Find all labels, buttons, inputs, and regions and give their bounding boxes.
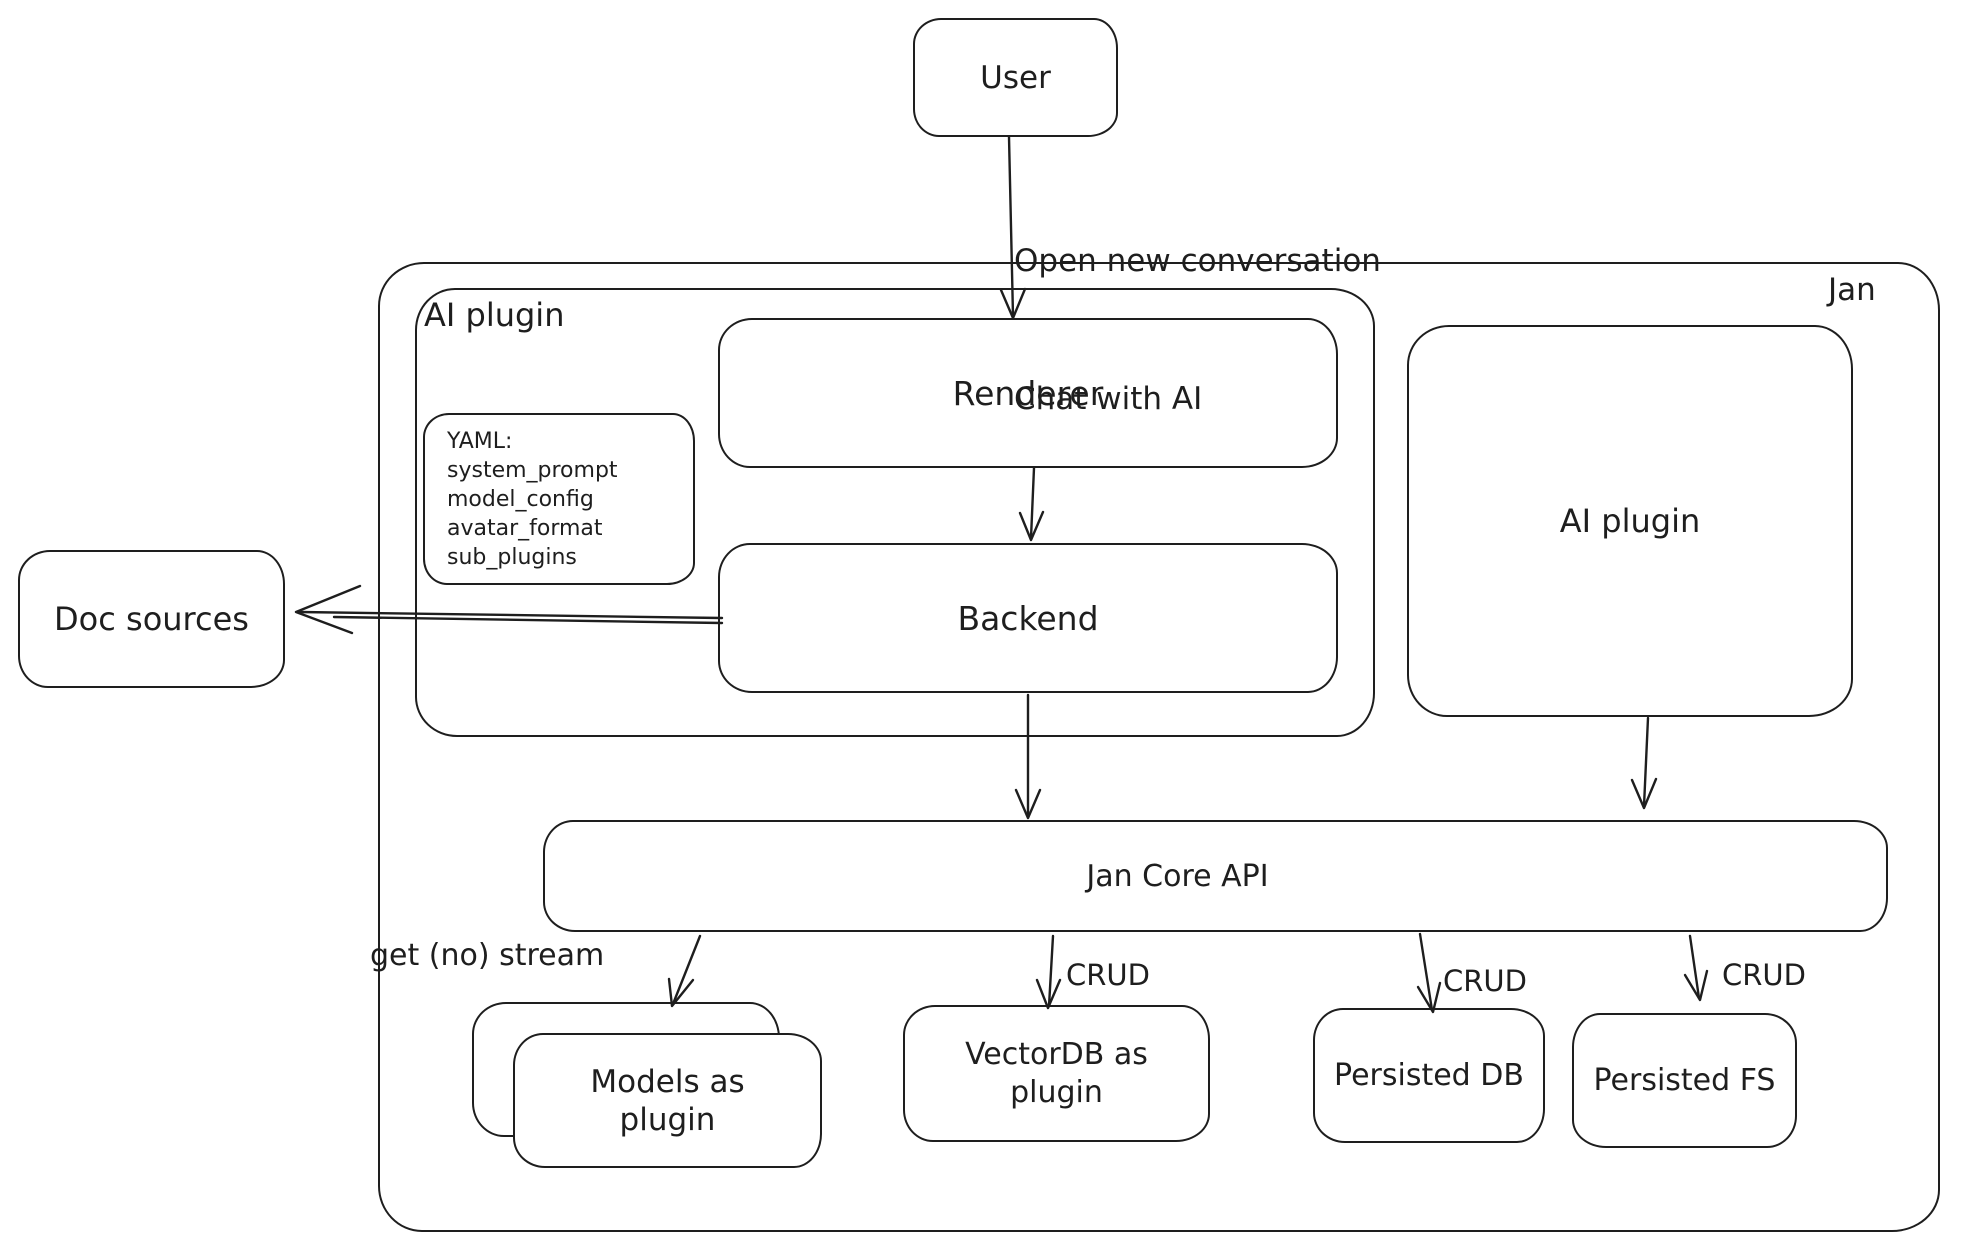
node-persisted-db: Persisted DB xyxy=(1313,1008,1545,1143)
edge-label-crud-persisted-fs: CRUD xyxy=(1722,958,1806,992)
node-vectordb-as-plugin-label: VectorDB as plugin xyxy=(965,1036,1148,1110)
edge-label-crud-persisted-db: CRUD xyxy=(1443,964,1527,998)
node-doc-sources-label: Doc sources xyxy=(54,600,249,638)
edge-label-open-conversation-line1: Open new conversation xyxy=(1014,243,1381,279)
container-ai-plugin-label: AI plugin xyxy=(424,296,565,334)
node-models-as-plugin-label: Models as plugin xyxy=(590,1063,745,1138)
node-persisted-fs-label: Persisted FS xyxy=(1593,1063,1776,1098)
node-renderer: Renderer xyxy=(718,318,1338,468)
node-user: User xyxy=(913,18,1118,137)
node-models-as-plugin: Models as plugin xyxy=(513,1033,822,1168)
yaml-line: sub_plugins xyxy=(447,545,577,570)
container-jan-label: Jan xyxy=(1828,272,1876,308)
node-ai-plugin-label: AI plugin xyxy=(1559,502,1701,540)
node-persisted-db-label: Persisted DB xyxy=(1334,1058,1524,1093)
edge-label-crud-vectordb: CRUD xyxy=(1066,958,1150,992)
note-yaml-text: YAML: system_prompt model_config avatar_… xyxy=(447,427,618,572)
yaml-line: model_config xyxy=(447,487,594,512)
container-ai-plugin xyxy=(415,288,1375,737)
yaml-line: avatar_format xyxy=(447,516,603,541)
node-doc-sources: Doc sources xyxy=(18,550,285,688)
node-renderer-label: Renderer xyxy=(952,373,1104,413)
node-backend: Backend xyxy=(718,543,1338,693)
yaml-line: YAML: xyxy=(447,429,513,454)
node-user-label: User xyxy=(980,59,1051,96)
node-persisted-fs: Persisted FS xyxy=(1572,1013,1797,1148)
node-backend-label: Backend xyxy=(957,598,1099,638)
node-ai-plugin: AI plugin xyxy=(1407,325,1853,717)
node-jan-core-api-label: Jan Core API xyxy=(1086,858,1269,894)
edge-label-open-conversation: Open new conversation Chat with AI xyxy=(1014,146,1381,514)
container-jan xyxy=(378,262,1940,1232)
note-yaml: YAML: system_prompt model_config avatar_… xyxy=(423,413,695,585)
edge-label-open-conversation-line2: Chat with AI xyxy=(1014,381,1203,417)
edge-label-get-no-stream: get (no) stream xyxy=(370,938,605,973)
arrow-backend-to-doc-sources-head xyxy=(294,584,362,635)
yaml-line: system_prompt xyxy=(447,458,618,483)
node-jan-core-api: Jan Core API xyxy=(543,820,1888,932)
node-vectordb-as-plugin: VectorDB as plugin xyxy=(903,1005,1210,1142)
